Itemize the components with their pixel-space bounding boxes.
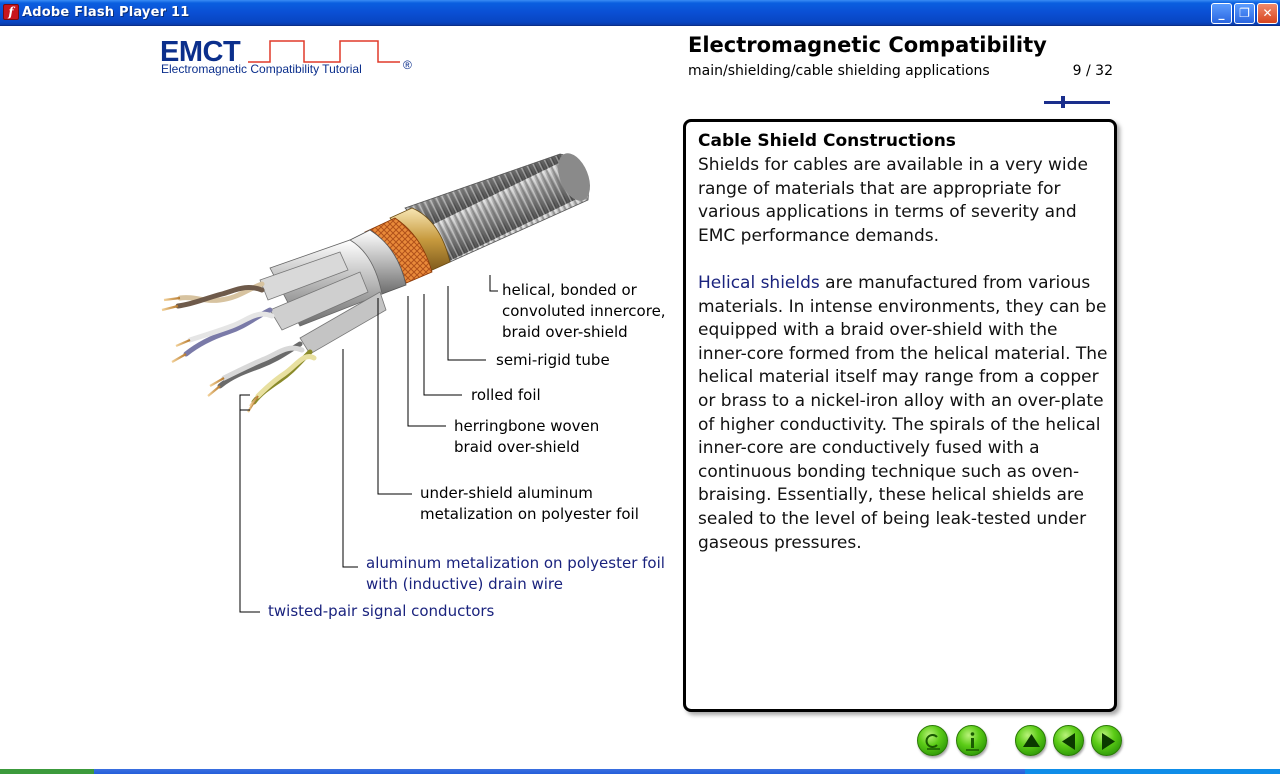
contents-icon bbox=[925, 734, 940, 750]
arrow-up-icon bbox=[1023, 734, 1040, 747]
logo-wave-graphic bbox=[248, 40, 400, 63]
arrow-left-icon bbox=[1062, 733, 1075, 750]
arrow-right-icon bbox=[1102, 733, 1115, 750]
page-title: Electromagnetic Compatibility bbox=[688, 33, 1047, 57]
page-progress-slider[interactable] bbox=[1044, 96, 1110, 108]
start-button[interactable] bbox=[0, 769, 94, 774]
label-twisted-pair: twisted-pair signal conductors bbox=[268, 602, 495, 620]
cable-illustration bbox=[161, 153, 591, 613]
minimize-button[interactable]: _ bbox=[1211, 3, 1232, 24]
helical-shields-term[interactable]: Helical shields bbox=[698, 272, 820, 293]
window-title: Adobe Flash Player 11 bbox=[22, 5, 190, 20]
label-rolled-foil: rolled foil bbox=[471, 386, 541, 404]
registered-mark: ® bbox=[403, 58, 412, 72]
info-button[interactable] bbox=[956, 725, 987, 756]
label-semi-rigid-tube: semi-rigid tube bbox=[496, 351, 610, 369]
close-button[interactable]: ✕ bbox=[1257, 3, 1278, 24]
contents-button[interactable] bbox=[917, 725, 948, 756]
restore-button[interactable]: ❐ bbox=[1234, 3, 1255, 24]
up-button[interactable] bbox=[1015, 725, 1046, 756]
panel-body: Shields for cables are available in a ve… bbox=[698, 154, 1110, 555]
breadcrumb: main/shielding/cable shielding applicati… bbox=[688, 63, 990, 79]
content-panel: Cable Shield Constructions Shields for c… bbox=[683, 119, 1117, 712]
window-titlebar[interactable]: f Adobe Flash Player 11 _ ❐ ✕ bbox=[0, 0, 1280, 26]
panel-heading: Cable Shield Constructions bbox=[698, 131, 956, 151]
page-counter: 9 / 32 bbox=[1072, 63, 1113, 79]
panel-paragraph-1: Shields for cables are available in a ve… bbox=[698, 155, 1088, 246]
label-herringbone-braid: herringbone woven braid over-shield bbox=[454, 417, 600, 456]
system-tray bbox=[1025, 769, 1280, 774]
flash-player-icon: f bbox=[3, 4, 19, 20]
logo-subtitle: Electromagnetic Compatibility Tutorial bbox=[161, 62, 362, 76]
label-under-shield-foil: under-shield aluminum metalization on po… bbox=[420, 484, 639, 523]
info-icon bbox=[966, 732, 979, 751]
logo-name: EMCT bbox=[160, 36, 241, 68]
emct-logo: EMCT Electromagnetic Compatibility Tutor… bbox=[160, 36, 420, 80]
panel-paragraph-2: Helical shields are manufactured from va… bbox=[698, 272, 1108, 553]
progress-thumb[interactable] bbox=[1061, 96, 1066, 108]
taskbar bbox=[0, 769, 1280, 774]
back-button[interactable] bbox=[1053, 725, 1084, 756]
label-helical: helical, bonded or convoluted innercore,… bbox=[502, 281, 666, 341]
label-aluminum-drain-wire: aluminum metalization on polyester foil … bbox=[366, 554, 665, 593]
forward-button[interactable] bbox=[1091, 725, 1122, 756]
